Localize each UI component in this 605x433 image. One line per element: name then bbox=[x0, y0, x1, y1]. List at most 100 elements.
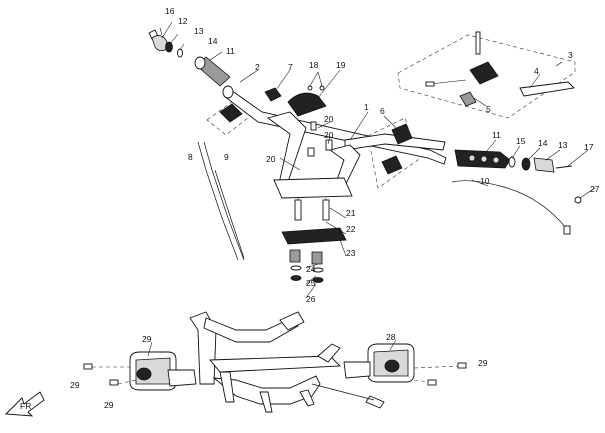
frame-main-crossbar bbox=[209, 355, 342, 373]
handlebar-left-end bbox=[222, 85, 234, 99]
cable-8 bbox=[197, 141, 239, 261]
mirror-right-27 bbox=[343, 343, 415, 383]
fr-arrow-label: FR bbox=[20, 401, 31, 411]
dashed-box-throttle-assembly bbox=[397, 34, 576, 119]
washer-14-left bbox=[165, 41, 173, 53]
right-grip-hardware bbox=[454, 149, 573, 173]
frame-right-lug bbox=[279, 311, 305, 331]
callout-20a: 20 bbox=[324, 130, 334, 140]
mirror-right-mount bbox=[384, 359, 400, 373]
callout-8: 8 bbox=[188, 152, 193, 162]
handlebar-tube bbox=[222, 85, 447, 165]
callout-5: 5 bbox=[486, 104, 491, 114]
callout-17: 18 bbox=[309, 60, 319, 70]
fitting-26 bbox=[574, 196, 582, 204]
grip-hole-3 bbox=[492, 156, 500, 164]
callout-16a: 16 bbox=[165, 6, 175, 16]
callout-15b: 15 bbox=[516, 136, 526, 146]
callout-10: 10 bbox=[480, 176, 490, 186]
bushing-23a bbox=[289, 249, 301, 263]
callout-18: 19 bbox=[336, 60, 346, 70]
callout-2: 2 bbox=[255, 62, 260, 72]
callout-16b: 17 bbox=[584, 142, 594, 152]
callout-28: 29 bbox=[142, 334, 152, 344]
top-clamp-18 bbox=[287, 92, 327, 117]
washer-14-right bbox=[521, 157, 531, 171]
callout-9: 9 bbox=[224, 152, 229, 162]
cable-end-fitting bbox=[563, 225, 571, 235]
frame-right-brace bbox=[317, 343, 341, 363]
right-switch-lower bbox=[381, 155, 403, 175]
frame-center-leg bbox=[259, 391, 273, 413]
callout-20b: 20 bbox=[266, 154, 276, 164]
right-switch-6 bbox=[381, 123, 413, 175]
callout-3: 3 bbox=[568, 50, 573, 60]
callout-7: 7 bbox=[288, 62, 293, 72]
screws-29 bbox=[83, 362, 467, 386]
washer-24a bbox=[290, 265, 302, 271]
clip-15-right bbox=[508, 156, 516, 168]
callout-1: 1 bbox=[364, 102, 369, 112]
callout-labels: 16 12 13 14 11 2 7 18 19 3 4 5 1 6 20 20… bbox=[70, 6, 600, 410]
frame-upper-crossbar bbox=[203, 317, 299, 343]
grip-hole-1 bbox=[468, 154, 476, 162]
left-switch-clamp bbox=[264, 87, 282, 102]
mirror-left-mount bbox=[136, 367, 152, 381]
bushing-23b bbox=[311, 251, 323, 265]
mirror-right-arm bbox=[343, 361, 371, 379]
callout-13b: 13 bbox=[558, 140, 568, 150]
callout-22: 23 bbox=[346, 248, 356, 258]
callout-29c: 29 bbox=[478, 358, 488, 368]
leader-lines bbox=[147, 21, 596, 357]
bolt-19 bbox=[310, 121, 317, 131]
callout-21: 22 bbox=[346, 224, 356, 234]
front-direction-arrow-icon: FR bbox=[4, 391, 45, 417]
callout-19: 20 bbox=[324, 114, 334, 124]
callout-14a: 13 bbox=[194, 26, 204, 36]
left-switch-block-2 bbox=[219, 103, 243, 123]
throttle-housing bbox=[469, 61, 499, 85]
group-box-switch-right bbox=[367, 117, 419, 189]
screw-29-d bbox=[427, 379, 437, 386]
throttle-screw bbox=[475, 31, 481, 55]
frame-left-leg bbox=[219, 371, 235, 403]
cable-9 bbox=[214, 169, 245, 259]
cable-10 bbox=[451, 180, 582, 235]
throttle-base-5 bbox=[459, 91, 477, 107]
throttle-connector bbox=[425, 81, 435, 87]
grip-hole-2 bbox=[480, 155, 488, 163]
mirror-left-arm bbox=[167, 369, 197, 387]
callout-13a: 12 bbox=[178, 16, 188, 26]
bolt-20b bbox=[325, 139, 333, 151]
left-switch-7 bbox=[219, 87, 282, 123]
lower-clamp-22 bbox=[281, 227, 347, 245]
riser-base-plate bbox=[273, 177, 353, 199]
callout-14b: 14 bbox=[538, 138, 548, 148]
lower-clamp-hardware bbox=[281, 198, 347, 283]
screw-29-c bbox=[457, 362, 467, 369]
frame-assembly bbox=[189, 311, 385, 413]
screw-29-b bbox=[109, 379, 119, 386]
screw-29-a bbox=[83, 363, 93, 370]
throttle-cable bbox=[451, 180, 567, 229]
callout-26: 27 bbox=[590, 184, 600, 194]
right-switch-upper bbox=[391, 123, 413, 145]
frame-lower-cradle bbox=[212, 375, 321, 405]
group-box-throttle bbox=[397, 34, 576, 119]
callout-4: 4 bbox=[534, 66, 539, 76]
left-grip-end-cap bbox=[194, 56, 206, 70]
callout-29b: 29 bbox=[104, 400, 114, 410]
callout-11-label: 11 bbox=[492, 130, 501, 140]
callout-12: 11 bbox=[226, 46, 235, 56]
bolt-21b bbox=[322, 199, 330, 221]
washer-24b bbox=[312, 267, 324, 273]
callout-25: 26 bbox=[306, 294, 316, 304]
nut-25b bbox=[312, 277, 324, 283]
hardware-17-19 bbox=[307, 71, 325, 131]
callout-15a: 14 bbox=[208, 36, 218, 46]
left-grip-hardware bbox=[148, 27, 231, 87]
cable-8-outer bbox=[203, 141, 245, 261]
upper-clamp-assembly bbox=[266, 92, 361, 199]
throttle-assembly bbox=[425, 31, 575, 107]
